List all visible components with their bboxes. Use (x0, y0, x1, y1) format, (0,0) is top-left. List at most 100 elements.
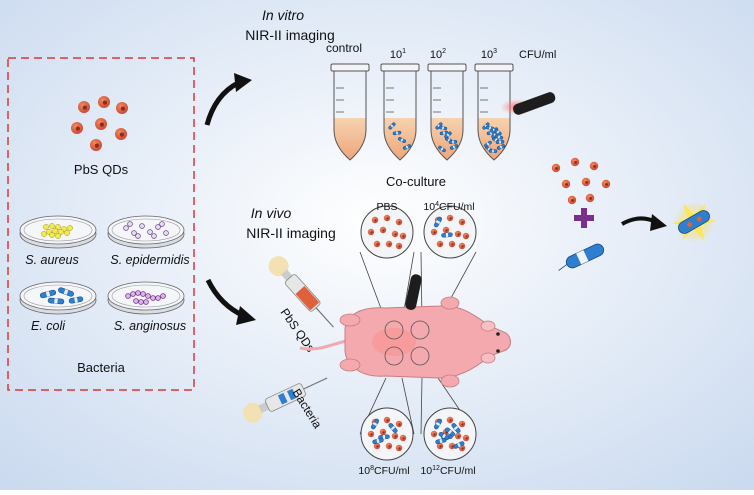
qd-dot-icon (462, 434, 470, 442)
qd-dot-icon (391, 230, 399, 238)
qd-dot-icon (589, 161, 599, 171)
purple-chain-dish-icon (107, 281, 185, 315)
qd-dot-icon (395, 218, 403, 226)
qd-dot-icon (395, 242, 403, 250)
qd-dot-icon (395, 444, 403, 452)
magnified-circle-label: 104CFU/ml (423, 201, 474, 213)
pbs-qds-cluster (71, 96, 128, 151)
qd-dot-icon (581, 177, 591, 187)
in-vitro-title-italic: In vitro (262, 7, 304, 23)
bacterium-rod-icon (495, 140, 505, 144)
bacterium-icon (558, 243, 605, 271)
test-tube-icon (380, 63, 420, 161)
qd-dot-icon (391, 432, 399, 440)
arrow-to-in-vitro (204, 80, 240, 126)
qd-dot-icon (567, 195, 577, 205)
circle-exponent: 12 (432, 465, 440, 472)
qd-dot-icon (367, 228, 375, 236)
qd-dot-icon (446, 214, 454, 222)
mouse-illustration (299, 296, 511, 388)
qd-dot-icon (373, 240, 381, 248)
bacterium-rod-icon (451, 423, 461, 433)
qd-dot-icon (399, 434, 407, 442)
qd-dot-icon (71, 122, 83, 134)
nir-probe-in-vitro (500, 92, 556, 115)
magnified-circle (423, 407, 477, 461)
bacterium-rod-icon (488, 149, 498, 153)
test-tube-icon (427, 63, 467, 161)
bacterium-rod-icon (388, 122, 396, 130)
bacterium-rod-icon (371, 418, 379, 430)
qd-dot-icon (373, 442, 381, 450)
qd-dot-icon (561, 179, 571, 189)
bacterium-rod-icon (438, 432, 450, 440)
bacterium-rod-icon (372, 437, 384, 445)
tube-exponent: 1 (402, 48, 406, 55)
syringe-pbs-qds (268, 256, 334, 328)
bacterium-rod-icon (402, 144, 412, 150)
tube-label: 102 (430, 48, 446, 61)
in-vivo-title-italic: In vivo (251, 205, 292, 221)
bacterium-rod-icon (434, 418, 442, 430)
free-qds (551, 157, 611, 205)
qd-dot-icon (585, 193, 595, 203)
qd-dot-icon (371, 216, 379, 224)
qd-dot-icon (462, 232, 470, 240)
arrow-head-icon (234, 73, 252, 92)
bacterium-rod-icon (47, 297, 65, 305)
test-tube-icon (474, 63, 514, 161)
bacterium-rod-icon (434, 216, 442, 228)
nir-probe-in-vivo (405, 274, 422, 310)
qd-dot-icon (601, 179, 611, 189)
bacterium-rod-icon (58, 287, 74, 297)
qd-dot-icon (90, 139, 102, 151)
circle-exponent: 8 (370, 465, 374, 472)
dish-label: E. coli (31, 319, 66, 333)
tube-label: control (326, 41, 362, 55)
qd-dot-icon (458, 218, 466, 226)
co-culture-caption: Co-culture (386, 174, 446, 189)
glowing-bacterium-icon (671, 202, 717, 242)
magnified-circle (360, 407, 414, 461)
bacterium-rod-icon (438, 125, 448, 131)
magnified-circle (360, 205, 414, 259)
qd-dot-icon (399, 232, 407, 240)
arrow-head-icon (650, 214, 667, 231)
qd-dot-icon (383, 214, 391, 222)
qd-dot-icon (116, 102, 128, 114)
bacterium-rod-icon (484, 140, 492, 148)
dashed-box (7, 57, 195, 391)
tube-unit-label: CFU/ml (519, 49, 556, 61)
bacterium-rod-icon (68, 296, 84, 304)
bacterium-rod-icon (388, 423, 398, 433)
qd-dot-icon (379, 428, 387, 436)
circle-exponent: 4 (435, 201, 439, 208)
purple-cross-icon (574, 208, 594, 228)
yellow-cocci-dish-icon (19, 215, 97, 249)
qd-dot-icon (367, 430, 375, 438)
bacterium-rod-icon (439, 130, 449, 136)
bacterium-rod-icon (398, 137, 406, 143)
qd-dot-icon (95, 118, 107, 130)
qd-dot-icon (442, 226, 450, 234)
qd-dot-icon (458, 420, 466, 428)
bacterium-rod-icon (445, 427, 455, 437)
arrow-head-icon (236, 306, 256, 325)
qd-dot-icon (115, 128, 127, 140)
tube-exponent: 2 (442, 48, 446, 55)
bacterium-rod-icon (453, 441, 465, 449)
qd-dot-icon (385, 442, 393, 450)
bacterium-rod-icon (444, 131, 452, 139)
magnified-circle-label: 108CFU/ml (358, 465, 409, 477)
qd-dot-icon (385, 240, 393, 248)
bacteria-label: Bacteria (77, 360, 125, 375)
blue-rods-dish-icon (19, 281, 97, 315)
qd-dot-icon (98, 96, 110, 108)
qd-label: PbS QDs (74, 162, 129, 177)
qd-dot-icon (454, 432, 462, 440)
circle-unit: CFU/ml (440, 465, 476, 477)
